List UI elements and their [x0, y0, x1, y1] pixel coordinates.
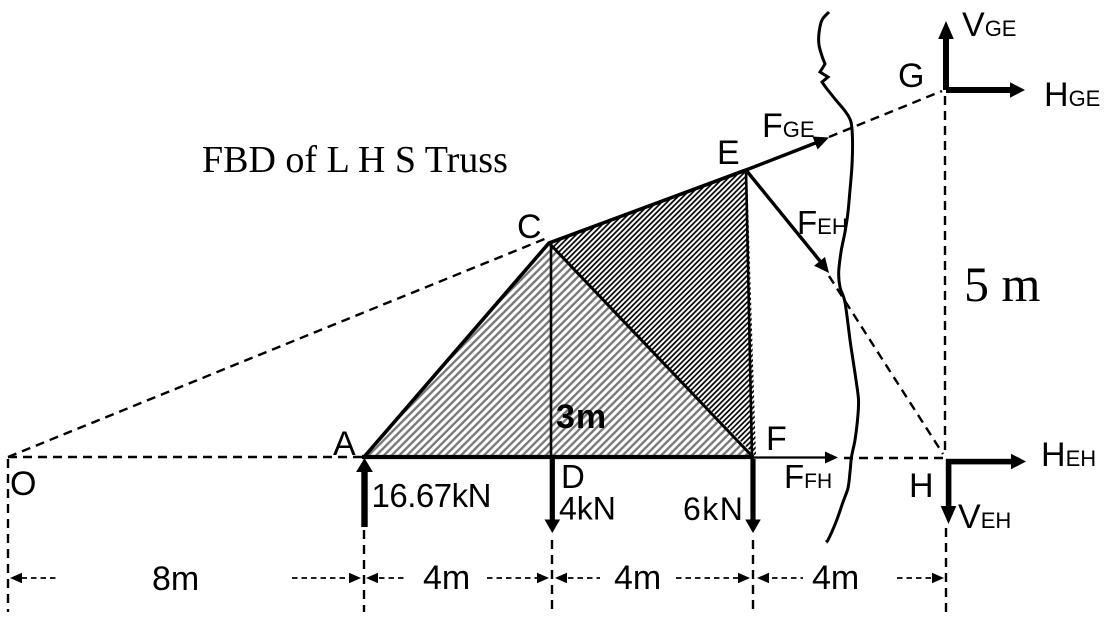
svg-text:G: G [898, 57, 924, 95]
svg-text:4m: 4m [423, 559, 470, 597]
svg-text:A: A [333, 425, 356, 463]
svg-text:D: D [561, 458, 585, 495]
svg-text:3m: 3m [556, 398, 607, 436]
svg-text:O: O [10, 465, 36, 503]
svg-text:4kN: 4kN [559, 491, 616, 527]
svg-text:F: F [766, 420, 787, 458]
svg-text:8m: 8m [152, 560, 199, 598]
svg-text:4m: 4m [614, 559, 661, 597]
svg-text:5 m: 5 m [964, 256, 1041, 312]
svg-text:16.67kN: 16.67kN [372, 477, 491, 514]
svg-text:E: E [717, 134, 740, 172]
svg-text:H: H [909, 467, 934, 505]
svg-text:FBD of L H S Truss: FBD of L H S Truss [202, 139, 508, 181]
svg-text:C: C [517, 208, 542, 246]
svg-text:4m: 4m [812, 559, 859, 597]
svg-text:6kN: 6kN [683, 491, 744, 527]
